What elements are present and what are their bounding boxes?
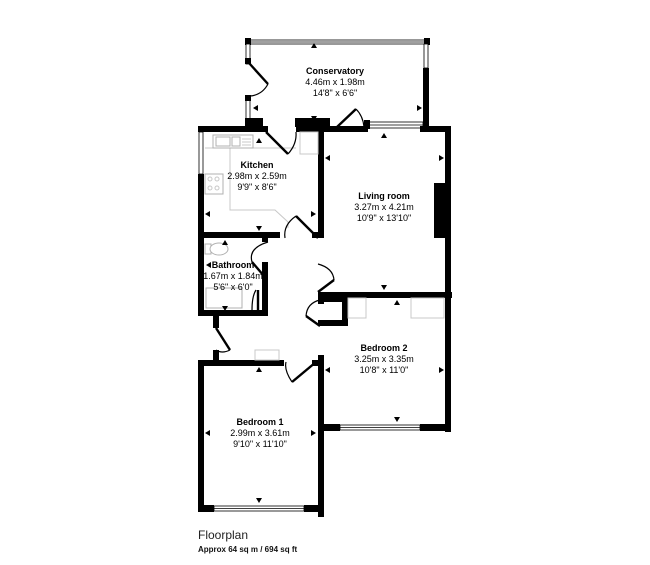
living-room-label: Living room xyxy=(358,191,410,201)
bathroom-door xyxy=(250,241,269,311)
bedroom-2-label: Bedroom 2 xyxy=(360,343,407,353)
wardrobe-left xyxy=(347,297,367,319)
living-room-metric: 3.27m x 4.21m xyxy=(354,202,414,212)
bedroom-1-metric: 2.99m x 3.61m xyxy=(230,428,290,438)
bedroom-2-imperial: 10'8" x 11'0" xyxy=(360,365,409,375)
bathroom: Bathroom 1.67m x 1.84m 5'6" x 6'0" xyxy=(198,232,269,316)
kitchen-door xyxy=(265,131,297,155)
kitchen-label: Kitchen xyxy=(240,160,273,170)
hob-icon xyxy=(204,173,224,195)
bedroom-2: Bedroom 2 3.25m x 3.35m 10'8" x 11'0" xyxy=(318,292,451,517)
conservatory-imperial: 14'8" x 6'6" xyxy=(313,88,357,98)
bathroom-metric: 1.67m x 1.84m xyxy=(203,271,263,281)
bathroom-label: Bathroom xyxy=(212,260,255,270)
chimney-breast xyxy=(434,183,446,238)
bathroom-imperial: 5'6" x 6'0" xyxy=(213,282,252,292)
bedroom-1-door xyxy=(285,361,317,383)
radiator xyxy=(254,349,280,361)
toilet-icon xyxy=(204,242,229,256)
conservatory-living-door xyxy=(336,108,365,128)
conservatory-label: Conservatory xyxy=(306,66,364,76)
kitchen-hall-door xyxy=(284,215,319,239)
hallway xyxy=(213,263,335,362)
wardrobe-right xyxy=(410,297,445,319)
living-room-imperial: 10'9" x 13'10" xyxy=(357,213,411,223)
conservatory-metric: 4.46m x 1.98m xyxy=(305,77,365,87)
living-room: Living room 3.27m x 4.21m 10'9" x 13'10" xyxy=(318,133,452,298)
bedroom-1-imperial: 9'10" x 11'10" xyxy=(233,439,287,449)
kitchen-imperial: 9'9" x 8'6" xyxy=(237,182,276,192)
floorplan-title: Floorplan xyxy=(198,528,249,542)
kitchen-metric: 2.98m x 2.59m xyxy=(227,171,287,181)
bedroom-1: Bedroom 1 2.99m x 3.61m 9'10" x 11'10" xyxy=(198,349,324,512)
sink-icon xyxy=(212,134,254,149)
bedroom-1-label: Bedroom 1 xyxy=(236,417,283,427)
conservatory-side-door xyxy=(248,62,269,97)
bedroom-2-metric: 3.25m x 3.35m xyxy=(354,354,414,364)
conservatory: Conservatory 4.46m x 1.98m 14'8" x 6'6" xyxy=(245,38,430,129)
kitchen: Kitchen 2.98m x 2.59m 9'9" x 8'6" xyxy=(198,131,324,239)
total-area: Approx 64 sq m / 694 sq ft xyxy=(198,545,298,554)
